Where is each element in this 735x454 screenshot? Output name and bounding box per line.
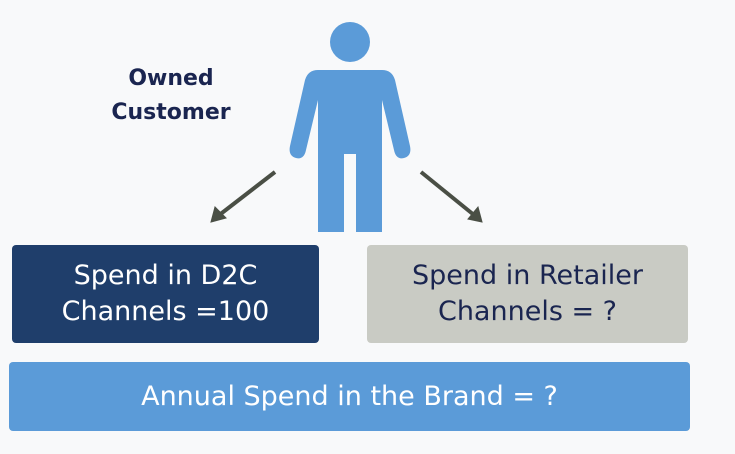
arrow-down-left-icon xyxy=(210,170,277,223)
d2c-line1: Spend in D2C xyxy=(73,260,258,291)
retailer-line2: Channels = ? xyxy=(437,296,618,327)
retailer-line1: Spend in Retailer xyxy=(412,260,643,291)
annual-spend-box: Annual Spend in the Brand = ? xyxy=(9,362,690,431)
owned-label-line1: Owned xyxy=(128,66,214,91)
annual-spend-label: Annual Spend in the Brand = ? xyxy=(141,380,558,412)
d2c-spend-box: Spend in D2C Channels =100 xyxy=(12,245,319,343)
retailer-spend-box: Spend in Retailer Channels = ? xyxy=(367,245,688,343)
person-icon xyxy=(289,22,411,232)
d2c-line2: Channels =100 xyxy=(61,296,270,327)
owned-customer-label: Owned Customer xyxy=(96,62,246,130)
owned-label-line2: Customer xyxy=(111,100,231,125)
arrow-down-right-icon xyxy=(419,170,483,223)
